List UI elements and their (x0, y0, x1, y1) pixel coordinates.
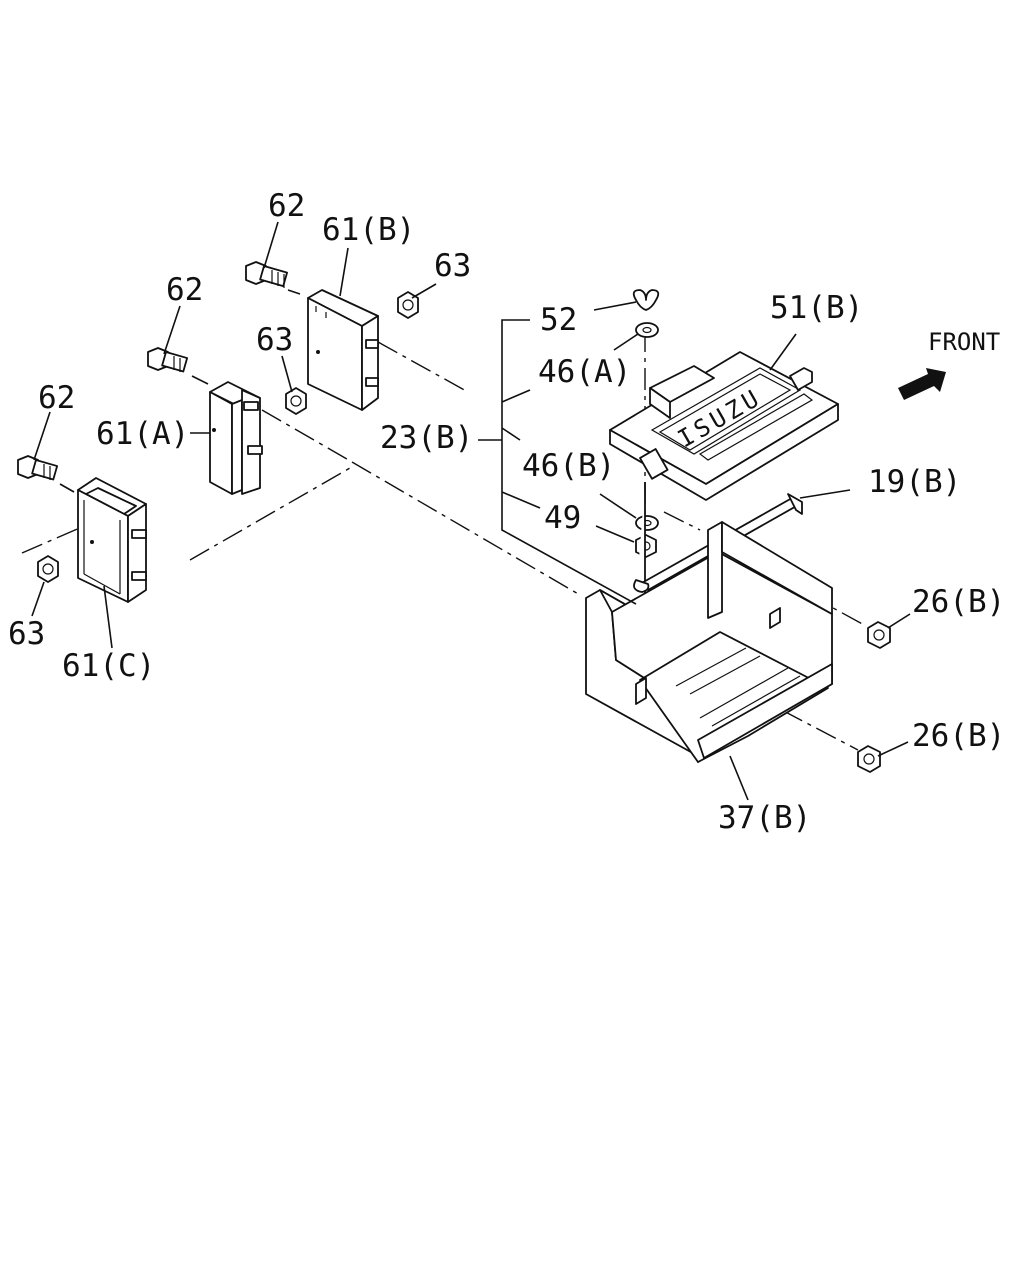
label-61b: 61(B) (322, 212, 415, 248)
nut-63-top (397, 291, 419, 319)
leader-46b-bracket (501, 427, 521, 441)
leader-37b (729, 755, 749, 801)
nut-63-bottom (37, 555, 59, 583)
leader-46a (613, 333, 639, 351)
leader-62-bottom (33, 411, 51, 461)
leader-46b (599, 493, 637, 519)
label-front: FRONT (928, 328, 1000, 356)
leader-26b-upper (887, 613, 911, 629)
center-line-61c (189, 467, 351, 561)
battery-cover-51b: ISUZU (609, 351, 839, 501)
label-63-middle: 63 (256, 322, 293, 358)
label-63-bottom: 63 (8, 616, 45, 652)
bracket-61c (77, 477, 147, 603)
center-line-61a (261, 409, 353, 463)
front-arrow-icon (898, 368, 946, 400)
center-line-26b-upper (741, 557, 867, 627)
label-23b: 23(B) (380, 420, 473, 456)
leader-62-top (263, 221, 279, 269)
leader-62-middle (163, 305, 181, 355)
wing-nut-52 (632, 289, 660, 311)
nut-49 (635, 534, 657, 558)
center-line-19b (663, 511, 701, 531)
label-49: 49 (544, 500, 581, 536)
leader-52 (593, 301, 637, 311)
label-62-top: 62 (268, 188, 305, 224)
label-26b-lower: 26(B) (912, 718, 1005, 754)
leader-49-bracket (501, 491, 541, 509)
leader-61b (339, 247, 349, 297)
leader-63-bottom (31, 581, 45, 617)
washer-46b (635, 515, 659, 531)
bracket-61b (307, 289, 379, 411)
leader-23b-bracket (501, 319, 637, 605)
label-62-middle: 62 (166, 272, 203, 308)
leader-63-middle (281, 355, 293, 393)
bolt-62-middle (147, 347, 209, 385)
label-37b: 37(B) (718, 800, 811, 836)
label-61a: 61(A) (96, 416, 189, 452)
label-52: 52 (540, 302, 577, 338)
leader-26b-lower (877, 741, 909, 757)
leader-63-top (411, 283, 437, 299)
center-line-61b (377, 341, 469, 393)
label-26b-upper: 26(B) (912, 584, 1005, 620)
bolt-62-bottom (17, 455, 75, 493)
label-46a: 46(A) (538, 354, 631, 390)
label-19b: 19(B) (868, 464, 961, 500)
battery-tray-37b (585, 521, 833, 763)
label-62-bottom: 62 (38, 380, 75, 416)
washer-46a (635, 322, 659, 338)
leader-49 (595, 525, 635, 543)
leader-19b (799, 489, 851, 499)
bolt-62-top (245, 261, 301, 295)
leader-46a-bracket (501, 389, 531, 403)
bracket-61a (209, 381, 263, 495)
leader-51b (769, 333, 797, 371)
nut-63-middle (285, 387, 307, 415)
label-51b: 51(B) (770, 290, 863, 326)
label-63-top: 63 (434, 248, 471, 284)
nut-26b-upper (867, 621, 891, 649)
nut-26b-lower (857, 745, 881, 773)
label-46b: 46(B) (522, 448, 615, 484)
leader-61c (103, 585, 113, 649)
center-line-main (351, 461, 581, 596)
label-61c: 61(C) (62, 648, 155, 684)
